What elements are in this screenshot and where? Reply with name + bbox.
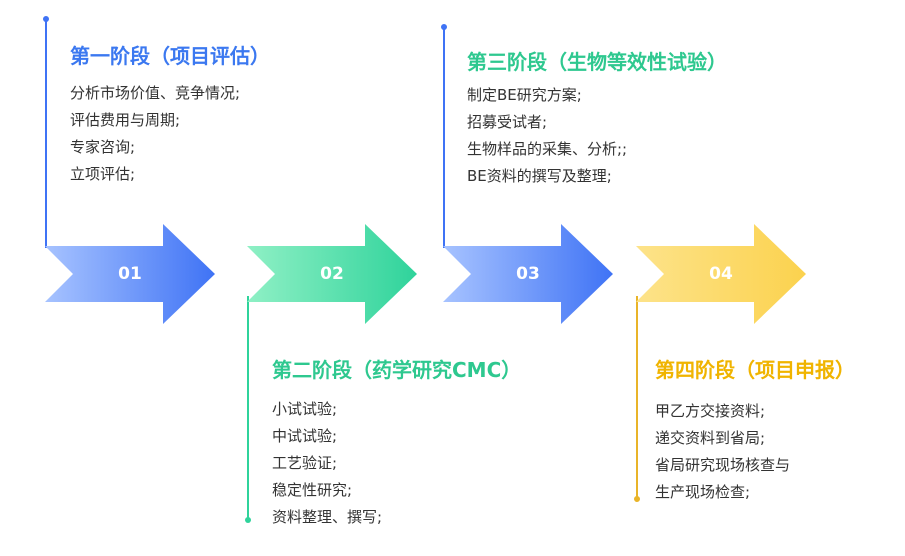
stage-2-connector-line xyxy=(247,296,249,520)
list-item: 递交资料到省局; xyxy=(655,429,766,447)
list-item: 评估费用与周期; xyxy=(70,111,181,129)
list-item: 分析市场价值、竞争情况; xyxy=(70,84,241,102)
stage-4-title: 第四阶段（项目申报） xyxy=(655,358,855,382)
list-item: 专家咨询; xyxy=(70,138,136,156)
stage-4-connector-dot xyxy=(634,496,640,502)
stage-4-arrow-shape xyxy=(636,224,806,324)
list-item: 省局研究现场核查与 xyxy=(655,456,791,474)
stage-1-title: 第一阶段（项目评估） xyxy=(70,44,270,68)
stage-3-connector-dot xyxy=(441,24,447,30)
list-item: 中试试验; xyxy=(272,427,338,445)
stage-1-connector-dot xyxy=(43,16,49,22)
stage-3-connector-line xyxy=(443,28,445,248)
stage-4-number: 04 xyxy=(709,264,733,284)
stage-2-title: 第二阶段（药学研究CMC） xyxy=(272,358,522,382)
list-item: 稳定性研究; xyxy=(272,481,353,499)
stage-2-number: 02 xyxy=(320,264,344,284)
stage-1-item-list: 分析市场价值、竞争情况; 评估费用与周期; 专家咨询; 立项评估; xyxy=(70,80,240,188)
list-item: 工艺验证; xyxy=(272,454,338,472)
stage-3-number: 03 xyxy=(516,264,540,284)
stage-2-connector-dot xyxy=(245,517,251,523)
stage-2-arrow-shape xyxy=(247,224,417,324)
stage-1-number: 01 xyxy=(118,264,142,284)
list-item: 甲乙方交接资料; xyxy=(655,402,766,420)
stage-2-item-list: 小试试验; 中试试验; 工艺验证; 稳定性研究; 资料整理、撰写; xyxy=(272,396,382,531)
list-item: 招募受试者; xyxy=(467,113,548,131)
list-item: 生产现场检查; xyxy=(655,483,751,501)
stage-3-title: 第三阶段（生物等效性试验） xyxy=(467,50,727,74)
stage-4-connector-line xyxy=(636,296,638,499)
list-item: 立项评估; xyxy=(70,165,136,183)
list-item: 生物样品的采集、分析;; xyxy=(467,140,628,158)
list-item: 资料整理、撰写; xyxy=(272,508,383,526)
stage-3-arrow: 03 xyxy=(443,224,618,324)
list-item: BE资料的撰写及整理; xyxy=(467,167,612,185)
stage-2-arrow: 02 xyxy=(247,224,422,324)
stage-3-item-list: 制定BE研究方案; 招募受试者; 生物样品的采集、分析;; BE资料的撰写及整理… xyxy=(467,82,627,190)
stage-4-item-list: 甲乙方交接资料; 递交资料到省局; 省局研究现场核查与 生产现场检查; xyxy=(655,398,790,506)
stage-1-connector-line xyxy=(45,20,47,248)
stage-3-arrow-shape xyxy=(443,224,613,324)
stage-1-arrow: 01 xyxy=(45,224,220,324)
stage-1-arrow-shape xyxy=(45,224,215,324)
stage-4-arrow: 04 xyxy=(636,224,811,324)
list-item: 制定BE研究方案; xyxy=(467,86,582,104)
list-item: 小试试验; xyxy=(272,400,338,418)
